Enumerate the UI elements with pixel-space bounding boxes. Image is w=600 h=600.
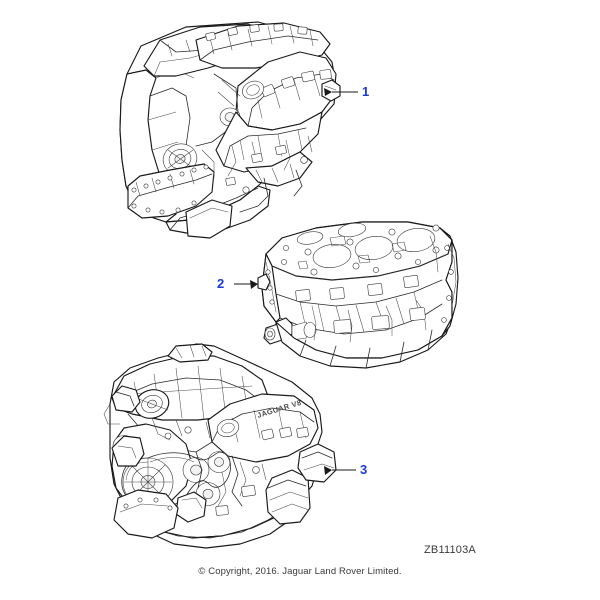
copyright-notice: © Copyright, 2016. Jaguar Land Rover Lim…	[198, 566, 402, 577]
illustration-engine-complete: JAGUAR V8	[103, 343, 337, 549]
illustration-cylinder-block	[257, 221, 459, 369]
illustration-engine-long-block	[119, 21, 341, 239]
leader-line-1	[324, 88, 358, 96]
leader-line-3	[324, 466, 356, 475]
callout-number-3[interactable]: 3	[360, 462, 368, 477]
callout-number-2[interactable]: 2	[217, 276, 225, 291]
leader-line-2	[234, 280, 258, 289]
part-number-label: ZB11103A	[424, 544, 476, 556]
callout-number-1[interactable]: 1	[362, 84, 370, 99]
